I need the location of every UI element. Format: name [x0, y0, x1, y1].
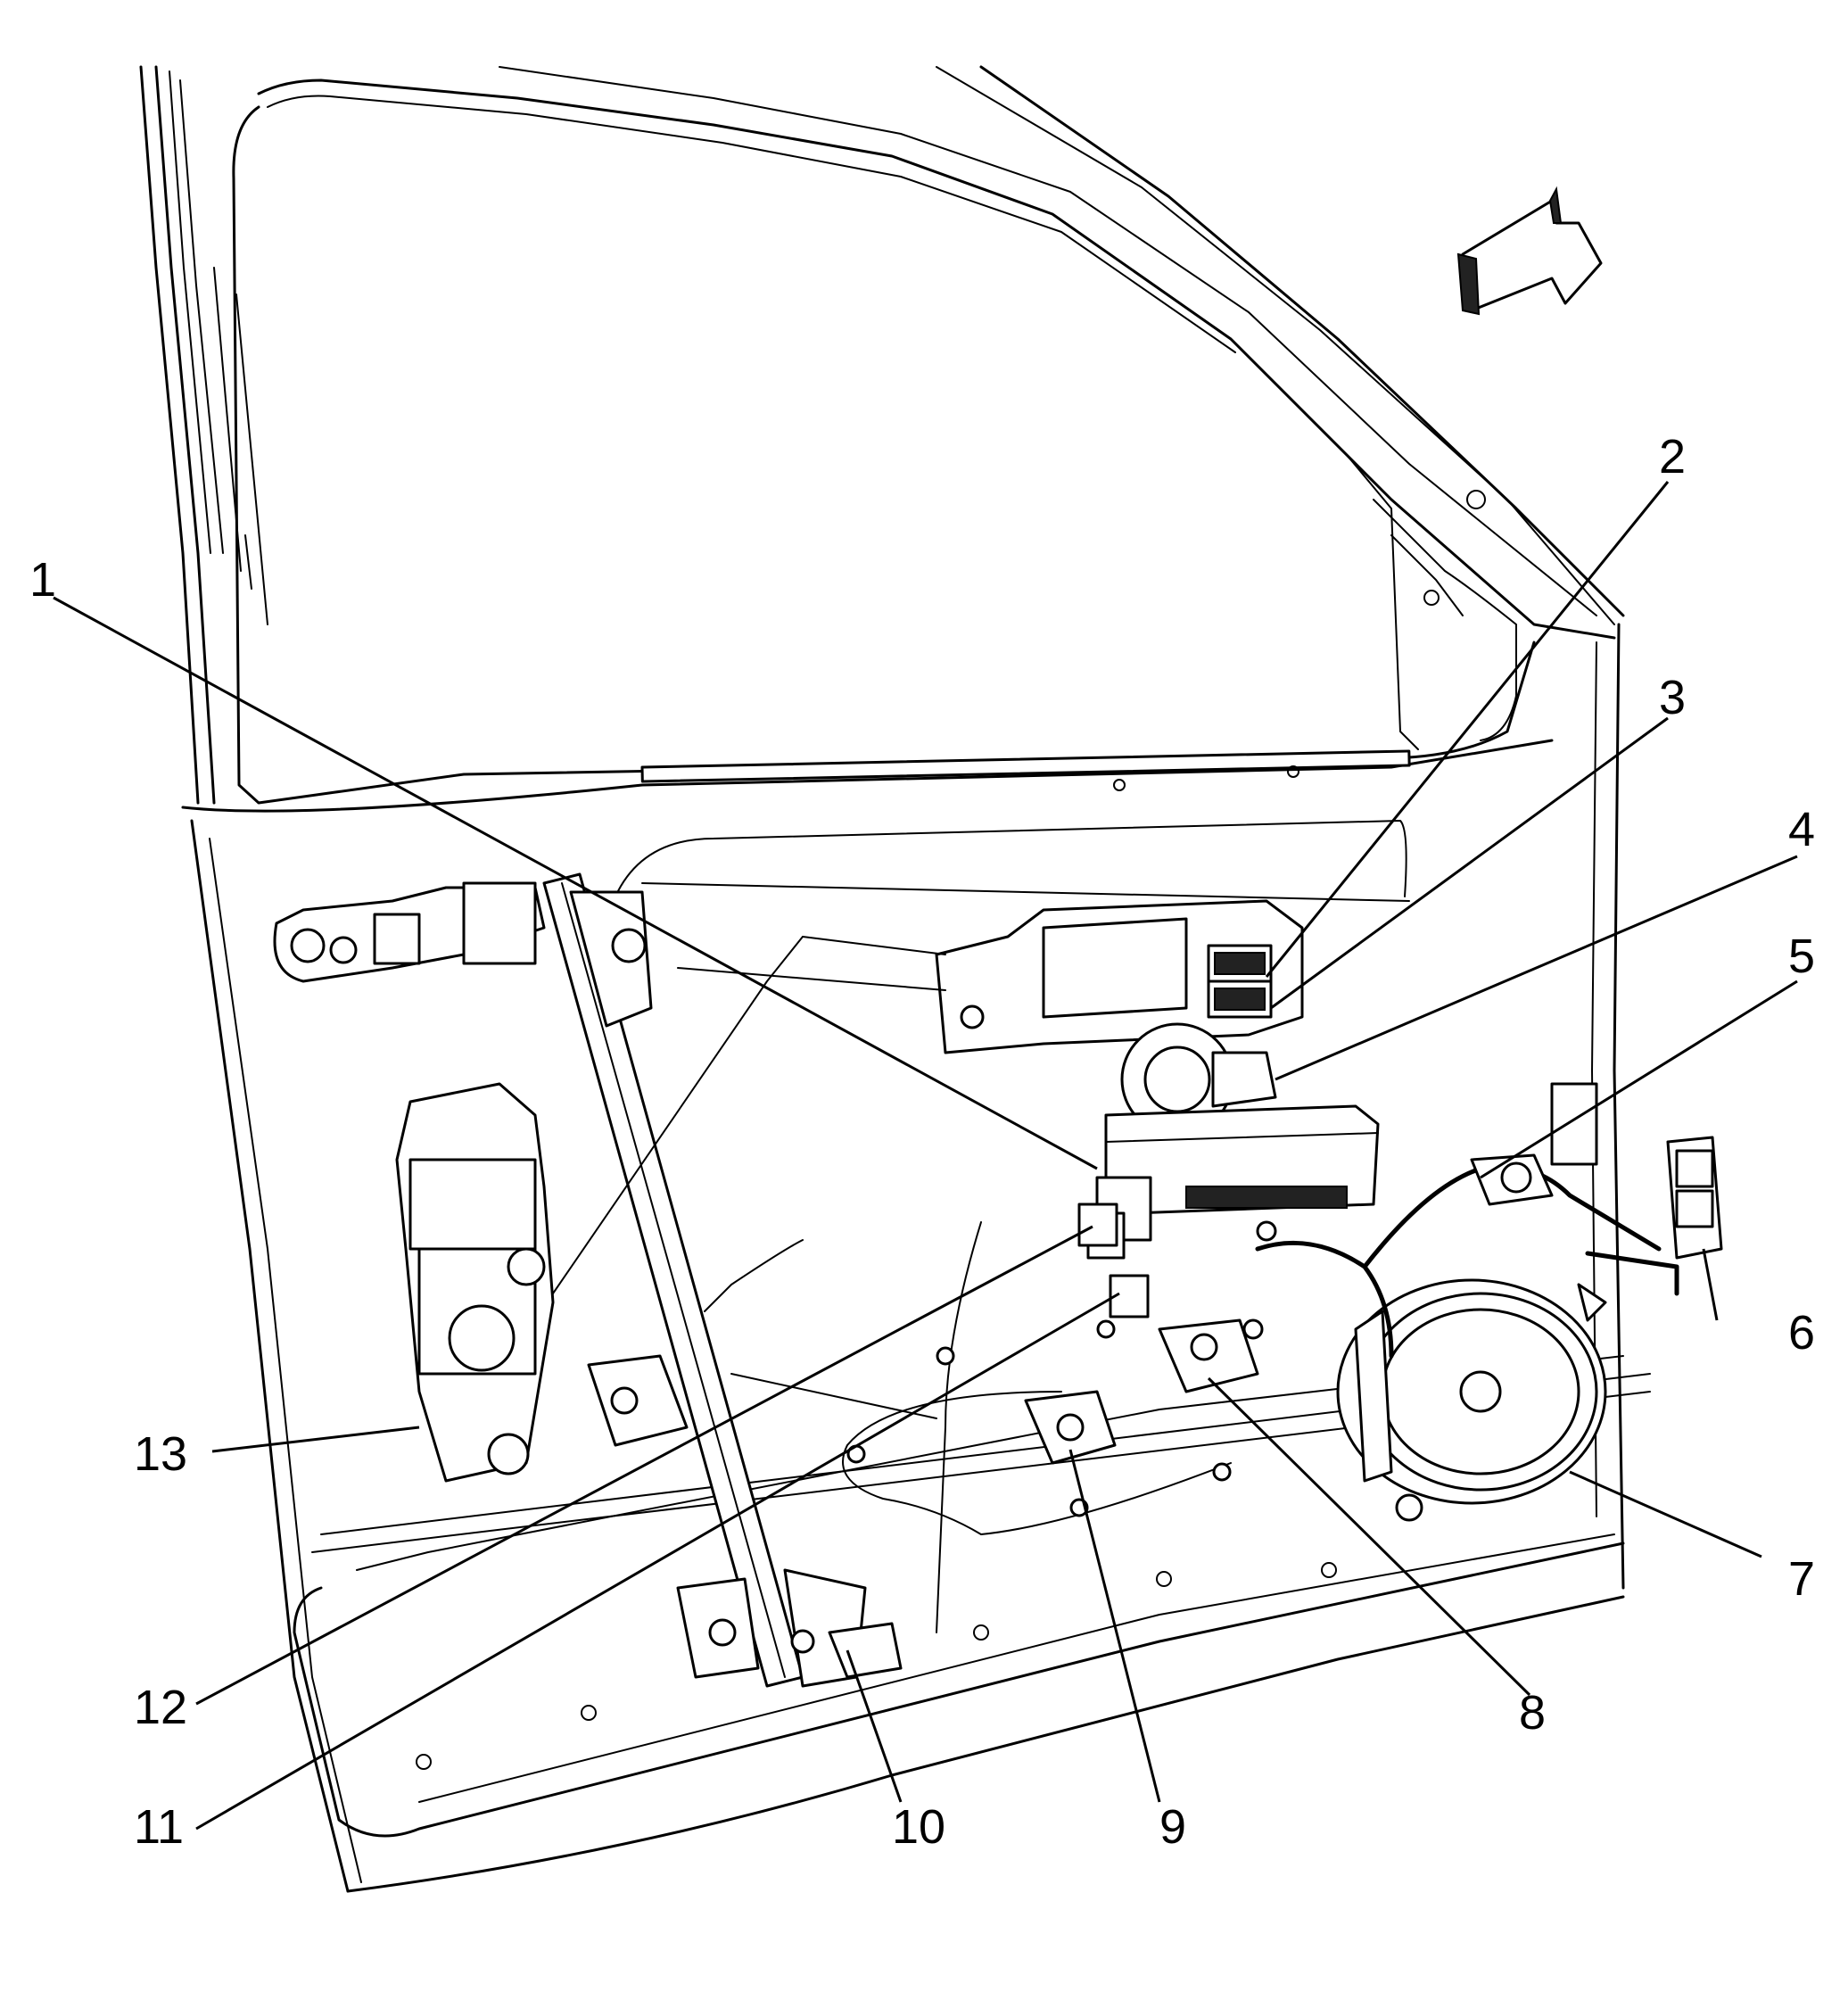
- leader-13: [211, 1426, 420, 1453]
- forward-direction-arrow-icon: [1456, 186, 1603, 316]
- inside-handle-bezel: [935, 899, 1304, 1054]
- leader-1: [53, 596, 1098, 1170]
- leader-9: [1068, 1449, 1161, 1803]
- leader-12: [195, 1225, 1093, 1706]
- callout-12: 12: [134, 1681, 187, 1734]
- leader-4: [1275, 855, 1798, 1081]
- window-regulator: [542, 872, 804, 1688]
- leader-10: [846, 1649, 903, 1803]
- inner-lock-bracket: [587, 1354, 689, 1447]
- callout-11: 11: [134, 1800, 184, 1854]
- callout-6: 6: [1788, 1306, 1815, 1360]
- callout-2: 2: [1659, 430, 1686, 484]
- callout-10: 10: [892, 1800, 945, 1854]
- callout-1: 1: [29, 553, 56, 607]
- door-switch-lower: [1024, 1390, 1117, 1465]
- door-switch-upper: [1158, 1318, 1259, 1393]
- window-motor: [1120, 1022, 1277, 1137]
- leader-lines: [53, 481, 1798, 1831]
- callout-4: 4: [1788, 803, 1815, 856]
- door-control-module: [1086, 1104, 1380, 1260]
- lower-regulator-bracket: [676, 1568, 903, 1688]
- leader-5: [1480, 979, 1798, 1179]
- callout-9: 9: [1159, 1800, 1186, 1854]
- side-connector: [1550, 1082, 1723, 1260]
- leader-3: [1270, 716, 1669, 1010]
- callout-labels: 1 2 3 4 5 6 7 8 9 10 11 12 13: [29, 430, 1815, 1854]
- door-lock-actuator: [395, 1082, 555, 1483]
- callout-8: 8: [1519, 1686, 1546, 1740]
- callout-3: 3: [1659, 671, 1686, 724]
- leader-2: [1265, 481, 1670, 978]
- door-speaker: [1336, 1278, 1607, 1505]
- fasteners: [846, 1220, 1423, 1522]
- leader-8: [1207, 1376, 1531, 1697]
- leader-6: [1702, 1248, 1719, 1321]
- callout-5: 5: [1788, 930, 1815, 983]
- callout-7: 7: [1788, 1552, 1815, 1606]
- wiring-harness: [552, 936, 1679, 1633]
- door-frame: [139, 65, 1651, 1893]
- leader-7: [1569, 1470, 1762, 1558]
- callout-13: 13: [134, 1427, 187, 1481]
- leader-11: [195, 1292, 1120, 1831]
- outside-door-handle: [273, 881, 546, 983]
